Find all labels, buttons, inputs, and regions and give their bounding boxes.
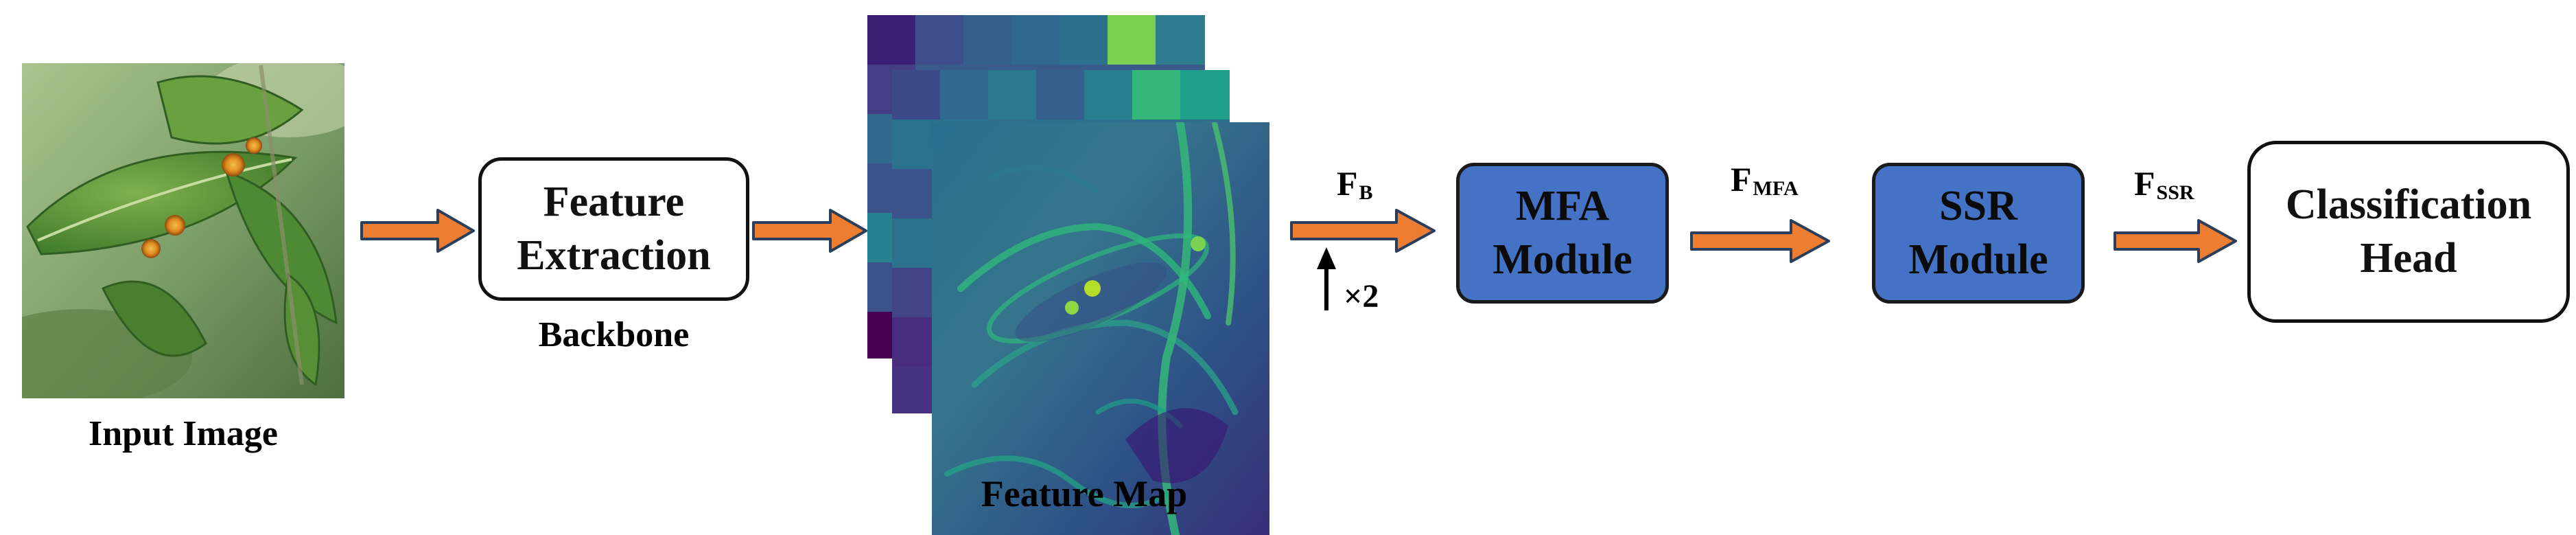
arrow-mfa-to-ssr — [1690, 219, 1830, 263]
mfa-line1: MFA — [1515, 183, 1610, 229]
head-line2: Head — [2360, 234, 2457, 282]
f-ssr-label: FSSR — [2134, 163, 2194, 204]
ssr-line2: Module — [1908, 236, 2048, 283]
input-leaf-image — [22, 63, 344, 398]
backbone-caption: Backbone — [538, 315, 690, 354]
feature-extraction-line2: Extraction — [517, 231, 711, 279]
mfa-module-box: MFA Module — [1456, 163, 1669, 304]
f-ssr-main: F — [2134, 164, 2155, 203]
arrow-featuremap-to-mfa — [1290, 209, 1436, 253]
feature-map-caption: Feature Map — [981, 473, 1188, 514]
classification-head-box: Classification Head — [2247, 141, 2570, 323]
f-b-sub: B — [1359, 181, 1373, 204]
f-b-label: FB — [1337, 163, 1373, 204]
arrows — [360, 209, 2237, 263]
f-b-main: F — [1337, 164, 1358, 203]
arrow-extraction-to-featuremap — [752, 209, 867, 253]
arrow-input-to-extraction — [360, 209, 475, 253]
feature-map-stack — [867, 15, 1269, 535]
feature-extraction-line1: Feature — [543, 179, 685, 225]
feature-extraction-box: Feature Extraction — [478, 157, 749, 301]
f-mfa-main: F — [1731, 160, 1752, 198]
ssr-line1: SSR — [1939, 183, 2017, 229]
upsample-arrow-icon — [1317, 247, 1336, 310]
f-mfa-label: FMFA — [1731, 159, 1799, 200]
f-mfa-sub: MFA — [1753, 177, 1799, 200]
arrow-ssr-to-head — [2114, 219, 2237, 263]
f-ssr-sub: SSR — [2156, 181, 2194, 204]
mfa-line2: Module — [1492, 236, 1632, 283]
input-image-caption: Input Image — [89, 414, 278, 453]
feature-map-layer-front — [932, 122, 1269, 535]
upsample-factor: ×2 — [1344, 278, 1379, 315]
ssr-module-box: SSR Module — [1872, 163, 2085, 304]
head-line1: Classification — [2285, 181, 2532, 228]
